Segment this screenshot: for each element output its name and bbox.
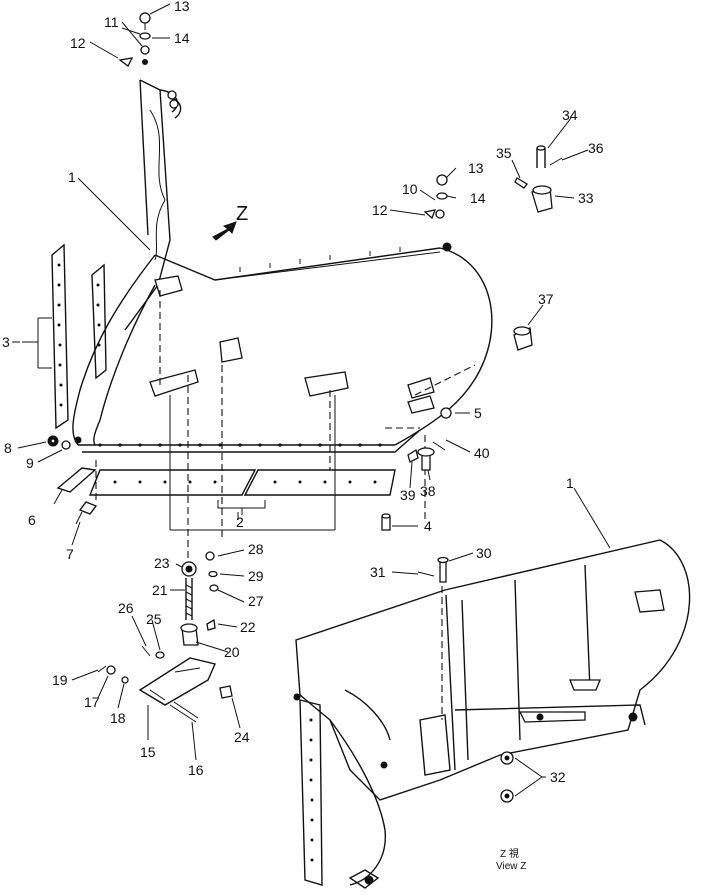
callout-19: 19: [52, 672, 68, 688]
callout-1: 1: [68, 169, 76, 185]
callout-37: 37: [538, 291, 554, 307]
callout-4: 4: [424, 518, 432, 534]
callout-39: 39: [400, 487, 416, 503]
callout-36: 36: [588, 140, 604, 156]
callout-labels: 1 2 3 4 5 6 7 8 9 10 11 12 13 14 15 16 1…: [2, 0, 604, 785]
view-z-arrow: [212, 221, 237, 241]
callout-21: 21: [152, 582, 168, 598]
callout-12-right: 12: [372, 202, 388, 218]
callout-30: 30: [476, 545, 492, 561]
leader-lines: [12, 3, 611, 797]
callout-17: 17: [84, 694, 100, 710]
callout-18: 18: [110, 710, 126, 726]
callout-25: 25: [146, 611, 162, 627]
callout-20: 20: [224, 644, 240, 660]
callout-16: 16: [188, 762, 204, 778]
blade-right-end: [394, 247, 493, 446]
callout-27: 27: [248, 593, 264, 609]
callout-35: 35: [496, 145, 512, 161]
callout-31: 31: [370, 564, 386, 580]
end-bit-strips: [22, 243, 107, 430]
left-hardware: [47, 12, 151, 525]
bracket-15: [138, 657, 216, 706]
callout-32: 32: [550, 769, 566, 785]
callout-28: 28: [248, 541, 264, 557]
callout-22: 22: [240, 619, 256, 635]
callout-14: 14: [174, 30, 190, 46]
callout-1-view-z: 1: [566, 475, 574, 491]
callout-12: 12: [70, 35, 86, 51]
callout-3: 3: [2, 334, 10, 350]
callout-23: 23: [154, 555, 170, 571]
callout-26: 26: [118, 600, 134, 616]
assembly-dashed-lines: [95, 290, 476, 560]
cutting-edge-bolt-holes: [98, 443, 382, 447]
callout-5: 5: [474, 405, 482, 421]
callout-9: 9: [26, 455, 34, 471]
moldboard-top-edge: [154, 247, 441, 281]
view-z-label: Z: [236, 203, 248, 225]
callout-38: 38: [420, 483, 436, 499]
callout-11: 11: [104, 14, 119, 30]
view-z-end-strip: [299, 699, 323, 886]
callout-24: 24: [234, 729, 250, 745]
callout-40: 40: [474, 445, 490, 461]
callout-29: 29: [248, 568, 264, 584]
callout-7: 7: [66, 546, 74, 562]
callout-13: 13: [174, 0, 190, 14]
cutting-edges: [88, 395, 396, 531]
callout-2: 2: [236, 514, 244, 530]
blade-assembly: Z: [72, 79, 493, 453]
callout-33: 33: [578, 190, 594, 206]
callout-14-right: 14: [470, 190, 486, 206]
callout-13-right: 13: [468, 160, 484, 176]
callout-10: 10: [402, 181, 418, 197]
callout-6: 6: [28, 512, 36, 528]
lower-hardware: [97, 551, 233, 723]
callout-34: 34: [562, 107, 578, 123]
callout-15: 15: [140, 744, 156, 760]
right-hardware: [381, 145, 563, 531]
view-z-caption-jp: Z 視: [500, 847, 519, 860]
callout-8: 8: [4, 440, 12, 456]
view-z-drawing: Z 視 View Z: [293, 539, 691, 889]
view-z-caption: View Z: [496, 861, 526, 872]
